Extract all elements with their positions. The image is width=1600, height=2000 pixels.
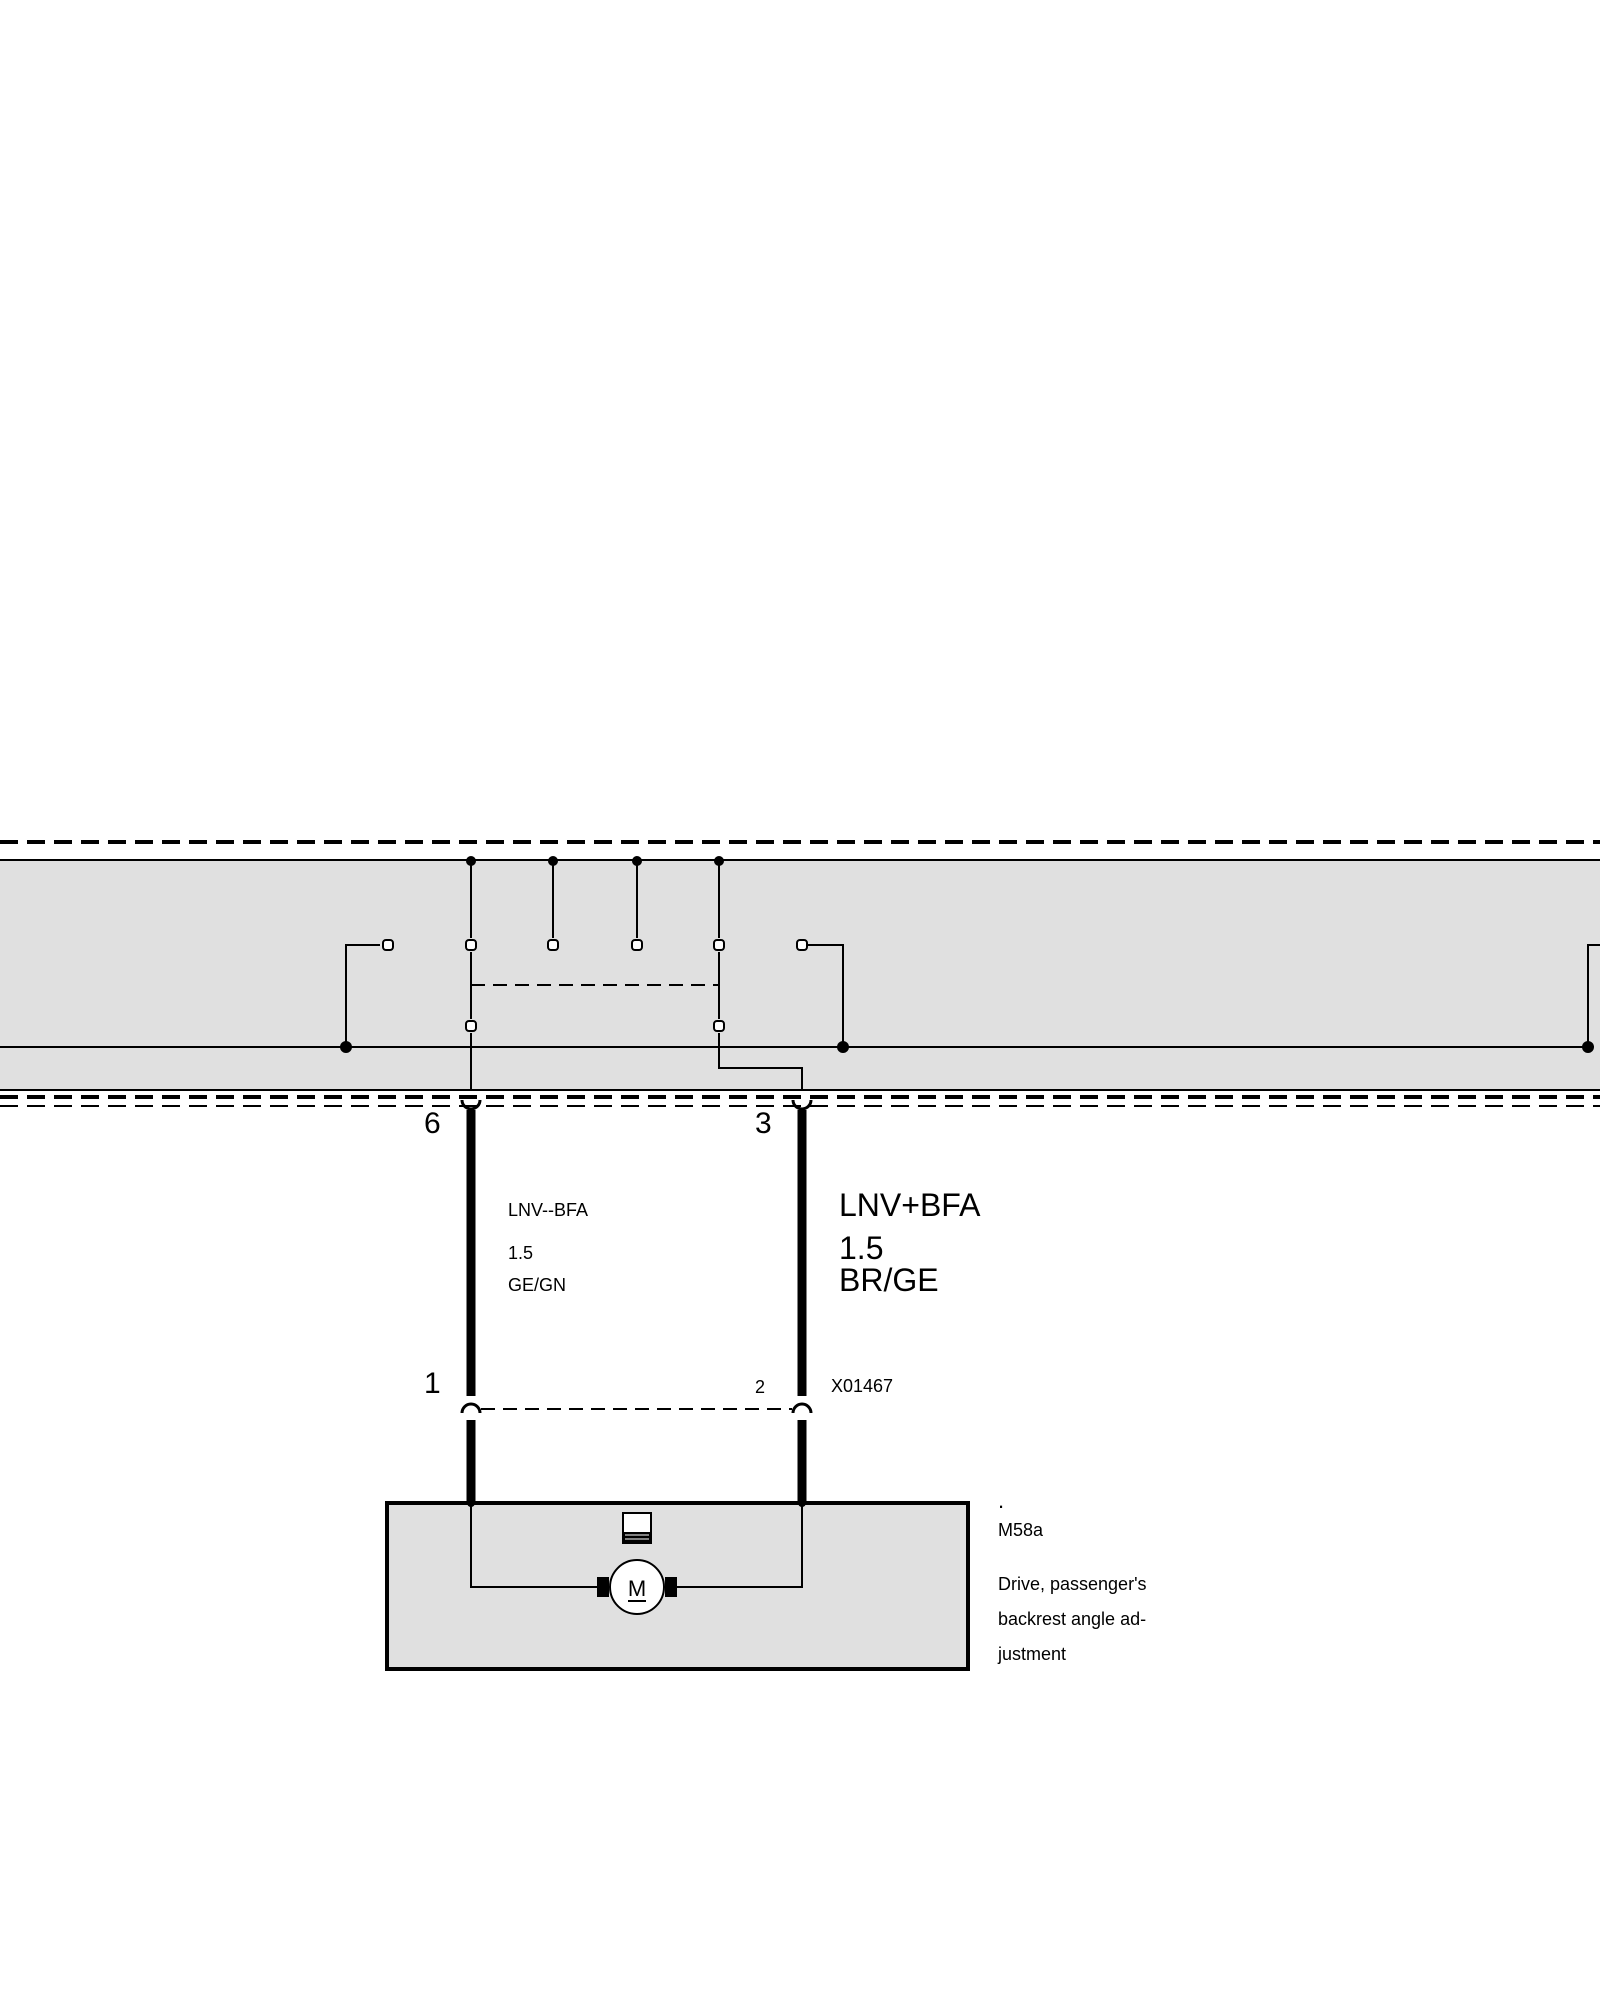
seat-backrest-icon xyxy=(622,1512,652,1544)
connector-pin-label-2: 2 xyxy=(755,1377,765,1397)
pin-6-terminal xyxy=(460,1099,482,1111)
junction-dot xyxy=(466,856,476,866)
motor-rotor xyxy=(609,1559,665,1615)
component-description-line-3: justment xyxy=(997,1644,1066,1664)
contact-terminal xyxy=(796,939,808,951)
switch-arm-4-output xyxy=(718,1033,803,1090)
component-description-line-2: backrest angle ad- xyxy=(998,1609,1146,1629)
junction-dots xyxy=(340,856,1594,1053)
contact-terminal xyxy=(465,939,477,951)
connector-pin-label-1: 1 xyxy=(424,1367,441,1400)
motor-internal-wiring xyxy=(470,1503,803,1588)
connector-pin-2-terminal xyxy=(791,1402,813,1414)
switch-contacts xyxy=(382,939,808,1032)
pin-label-3: 3 xyxy=(755,1107,772,1140)
contact-terminal xyxy=(547,939,559,951)
wire-1-cross-section: 1.5 xyxy=(508,1243,533,1263)
connector-pin-1-terminal xyxy=(460,1402,482,1414)
wire-1-signal: LNV--BFA xyxy=(508,1200,588,1220)
pin-3-terminal xyxy=(791,1099,813,1111)
control-unit-circuit xyxy=(0,861,1600,1090)
left-relay-contact xyxy=(345,944,380,1047)
control-unit xyxy=(0,840,1600,1107)
component-dot: . xyxy=(998,1488,1004,1513)
motor-brush-right xyxy=(665,1577,677,1597)
motor-icon: M xyxy=(597,1559,677,1615)
right-relay-contact xyxy=(808,944,844,1047)
wire-2-color-code: BR/GE xyxy=(839,1262,939,1298)
far-right-contact xyxy=(1587,944,1600,1047)
wire-1-color-code: GE/GN xyxy=(508,1275,566,1295)
junction-dot xyxy=(632,856,642,866)
motor-component: M xyxy=(385,1499,970,1671)
connector-id: X01467 xyxy=(831,1376,893,1396)
contact-terminal xyxy=(713,1020,725,1032)
contact-terminal xyxy=(713,939,725,951)
pin-label-6: 6 xyxy=(424,1107,441,1140)
wire-2-cross-section: 1.5 xyxy=(839,1230,883,1266)
contact-terminal xyxy=(631,939,643,951)
motor-lead-left xyxy=(470,1503,597,1588)
wire-2-signal: LNV+BFA xyxy=(839,1187,981,1223)
junction-dot xyxy=(714,856,724,866)
motor-lead-right xyxy=(677,1503,803,1588)
seat-backrest-icon-base xyxy=(623,1532,651,1543)
junction-dot xyxy=(548,856,558,866)
motor-symbol-letter: M xyxy=(628,1576,646,1601)
junction-dot xyxy=(340,1041,352,1053)
junction-dot xyxy=(837,1041,849,1053)
motor-brush-left xyxy=(597,1577,609,1597)
contact-terminal xyxy=(382,939,394,951)
control-unit-body xyxy=(0,860,1600,1090)
wire-harness xyxy=(460,1099,813,1503)
component-description-line-1: Drive, passenger's xyxy=(998,1574,1147,1594)
junction-dot xyxy=(1582,1041,1594,1053)
component-id: M58a xyxy=(998,1520,1044,1540)
contact-terminal xyxy=(465,1020,477,1032)
